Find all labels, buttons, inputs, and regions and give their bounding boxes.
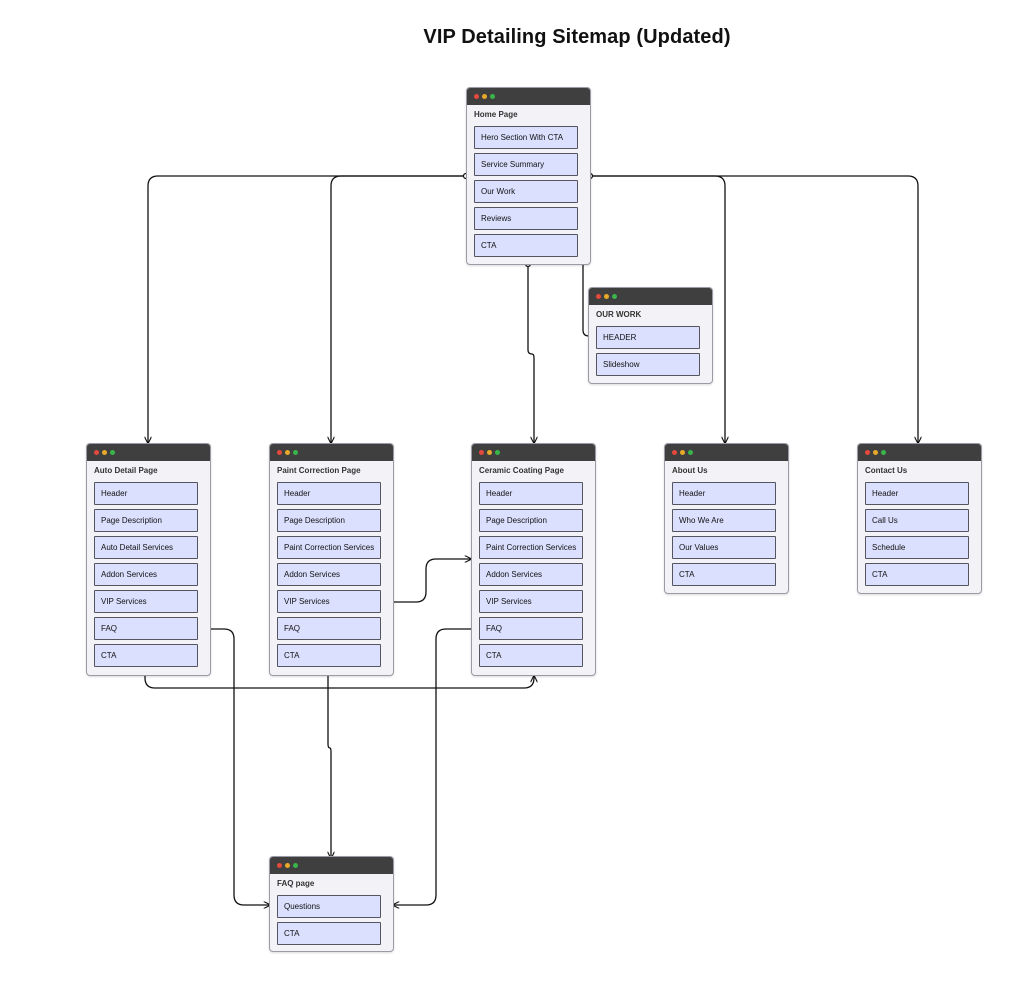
card-item-page-description[interactable]: Page Description bbox=[94, 509, 198, 532]
card-item-faq[interactable]: FAQ bbox=[479, 617, 583, 640]
card-title: Paint Correction Page bbox=[277, 466, 361, 475]
window-bar bbox=[858, 444, 981, 461]
connector-paint-faq bbox=[327, 640, 331, 858]
green-dot-icon bbox=[881, 450, 886, 455]
card-item-cta[interactable]: CTA bbox=[474, 234, 578, 257]
card-item-cta[interactable]: CTA bbox=[277, 644, 381, 667]
red-dot-icon bbox=[479, 450, 484, 455]
connector-home-ceramic bbox=[527, 264, 534, 443]
card-item-questions[interactable]: Questions bbox=[277, 895, 381, 918]
card-title: Home Page bbox=[474, 110, 518, 119]
card-item-page-description[interactable]: Page Description bbox=[277, 509, 381, 532]
card-item-addon-services[interactable]: Addon Services bbox=[479, 563, 583, 586]
card-item-header[interactable]: Header bbox=[94, 482, 198, 505]
red-dot-icon bbox=[474, 94, 479, 99]
window-bar bbox=[589, 288, 712, 305]
page-title: VIP Detailing Sitemap (Updated) bbox=[423, 26, 731, 48]
connector-paint-vip-ceramic bbox=[380, 559, 471, 603]
card-item-header[interactable]: HEADER bbox=[596, 326, 700, 349]
card-title: Contact Us bbox=[865, 466, 908, 475]
green-dot-icon bbox=[495, 450, 500, 455]
card-title: FAQ page bbox=[277, 879, 315, 888]
green-dot-icon bbox=[293, 863, 298, 868]
card-item-header[interactable]: Header bbox=[672, 482, 776, 505]
card-item-who-we-are[interactable]: Who We Are bbox=[672, 509, 776, 532]
card-title: About Us bbox=[672, 466, 708, 475]
paint-correction-card[interactable]: Paint Correction Page Header Page Descri… bbox=[269, 443, 394, 676]
card-item-header[interactable]: Header bbox=[277, 482, 381, 505]
red-dot-icon bbox=[672, 450, 677, 455]
window-bar bbox=[472, 444, 595, 461]
green-dot-icon bbox=[612, 294, 617, 299]
connector-home-auto bbox=[148, 175, 466, 443]
card-item-schedule[interactable]: Schedule bbox=[865, 536, 969, 559]
window-bar bbox=[270, 857, 393, 874]
window-bar bbox=[665, 444, 788, 461]
card-item-call-us[interactable]: Call Us bbox=[865, 509, 969, 532]
card-item-faq[interactable]: FAQ bbox=[94, 617, 198, 640]
card-item-paint-correction-services[interactable]: Paint Correction Services bbox=[479, 536, 583, 559]
window-bar bbox=[467, 88, 590, 105]
card-item-vip-services[interactable]: VIP Services bbox=[94, 590, 198, 613]
yellow-dot-icon bbox=[487, 450, 492, 455]
green-dot-icon bbox=[110, 450, 115, 455]
yellow-dot-icon bbox=[285, 450, 290, 455]
contact-us-card[interactable]: Contact Us Header Call Us Schedule CTA bbox=[857, 443, 982, 594]
home-page-card[interactable]: Home Page Hero Section With CTA Service … bbox=[466, 87, 591, 265]
green-dot-icon bbox=[688, 450, 693, 455]
card-item-hero[interactable]: Hero Section With CTA bbox=[474, 126, 578, 149]
yellow-dot-icon bbox=[680, 450, 685, 455]
card-item-vip-services[interactable]: VIP Services bbox=[277, 590, 381, 613]
yellow-dot-icon bbox=[873, 450, 878, 455]
card-title: OUR WORK bbox=[596, 310, 642, 319]
auto-detail-card[interactable]: Auto Detail Page Header Page Description… bbox=[86, 443, 211, 676]
connector-auto-faq bbox=[197, 628, 270, 905]
card-item-cta[interactable]: CTA bbox=[94, 644, 198, 667]
yellow-dot-icon bbox=[604, 294, 609, 299]
connector-ceramic-faq bbox=[393, 628, 478, 905]
card-title: Ceramic Coating Page bbox=[479, 466, 564, 475]
card-item-faq[interactable]: FAQ bbox=[277, 617, 381, 640]
card-item-vip-services[interactable]: VIP Services bbox=[479, 590, 583, 613]
card-item-slideshow[interactable]: Slideshow bbox=[596, 353, 700, 376]
connector-auto-vip-ceramic bbox=[144, 613, 534, 689]
card-item-our-work[interactable]: Our Work bbox=[474, 180, 578, 203]
about-us-card[interactable]: About Us Header Who We Are Our Values CT… bbox=[664, 443, 789, 594]
ceramic-coating-card[interactable]: Ceramic Coating Page Header Page Descrip… bbox=[471, 443, 596, 676]
red-dot-icon bbox=[277, 863, 282, 868]
card-item-cta[interactable]: CTA bbox=[865, 563, 969, 586]
window-bar bbox=[87, 444, 210, 461]
green-dot-icon bbox=[490, 94, 495, 99]
card-item-addon-services[interactable]: Addon Services bbox=[94, 563, 198, 586]
card-item-cta[interactable]: CTA bbox=[672, 563, 776, 586]
connector-home-contact bbox=[590, 175, 918, 443]
green-dot-icon bbox=[293, 450, 298, 455]
card-item-reviews[interactable]: Reviews bbox=[474, 207, 578, 230]
card-item-header[interactable]: Header bbox=[479, 482, 583, 505]
yellow-dot-icon bbox=[102, 450, 107, 455]
yellow-dot-icon bbox=[285, 863, 290, 868]
card-item-cta[interactable]: CTA bbox=[479, 644, 583, 667]
card-item-service-summary[interactable]: Service Summary bbox=[474, 153, 578, 176]
card-item-auto-detail-services[interactable]: Auto Detail Services bbox=[94, 536, 198, 559]
card-title: Auto Detail Page bbox=[94, 466, 158, 475]
yellow-dot-icon bbox=[482, 94, 487, 99]
faq-page-card[interactable]: FAQ page Questions CTA bbox=[269, 856, 394, 952]
red-dot-icon bbox=[94, 450, 99, 455]
card-item-addon-services[interactable]: Addon Services bbox=[277, 563, 381, 586]
our-work-card[interactable]: OUR WORK HEADER Slideshow bbox=[588, 287, 713, 384]
card-item-paint-correction-services[interactable]: Paint Correction Services bbox=[277, 536, 381, 559]
card-item-cta[interactable]: CTA bbox=[277, 922, 381, 945]
red-dot-icon bbox=[277, 450, 282, 455]
card-item-our-values[interactable]: Our Values bbox=[672, 536, 776, 559]
red-dot-icon bbox=[596, 294, 601, 299]
card-item-header[interactable]: Header bbox=[865, 482, 969, 505]
window-bar bbox=[270, 444, 393, 461]
card-item-page-description[interactable]: Page Description bbox=[479, 509, 583, 532]
connector-home-paint bbox=[331, 175, 466, 443]
red-dot-icon bbox=[865, 450, 870, 455]
